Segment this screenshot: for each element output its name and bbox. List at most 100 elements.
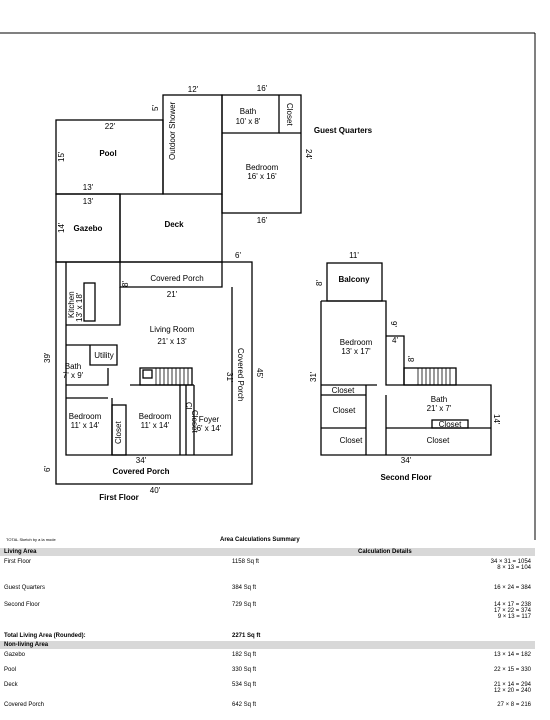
living-area-header: Living Area Calculation Details <box>0 548 535 556</box>
guest-quarters-outline <box>221 94 302 214</box>
calc-line: 34 × 31 = 1054 <box>490 559 531 565</box>
label-closet-a: Closet <box>114 421 123 444</box>
label-foyer: Foyer <box>199 415 220 424</box>
first-floor-title: First Floor <box>99 493 139 502</box>
floor-plan-sketch: Pool Outdoor Shower Gazebo Deck Covered … <box>0 32 536 540</box>
label-bedroom-a-size: 11' x 14' <box>71 421 100 430</box>
dim-bottom-6: 6' <box>43 466 52 472</box>
total-label: Total Living Area (Rounded): <box>4 633 86 639</box>
dim-shower-left: 5' <box>151 105 160 111</box>
calc-line: 27 × 8 = 216 <box>497 702 531 708</box>
stair-box <box>142 369 153 379</box>
dim-left-39: 39' <box>43 352 52 363</box>
label-guest-bath-size: 10' x 8' <box>236 117 261 126</box>
area-name: Pool <box>4 667 17 673</box>
label-bedroom-a: Bedroom <box>69 412 102 421</box>
dim-bottom-34: 34' <box>136 456 147 465</box>
dim-porch-left: 8' <box>121 281 130 287</box>
label-covered-porch-side: Covered Porch <box>236 348 245 401</box>
label-living-room: Living Room <box>150 325 195 334</box>
dim-nine: 9' <box>389 321 398 327</box>
covered-porch-top-outline <box>119 262 223 288</box>
area-value: 182 Sq ft <box>232 652 257 658</box>
nonliving-area-header: Non-living Area <box>0 641 535 649</box>
guest-quarters-walls <box>221 94 302 214</box>
label-kitchen-size: 13' x 18' <box>75 292 84 322</box>
dim-right-14: 14' <box>492 414 501 425</box>
calc-line: 17 × 22 = 374 <box>493 608 531 614</box>
label-deck: Deck <box>164 220 184 229</box>
guest-quarters-title: Guest Quarters <box>314 126 373 135</box>
label-kitchen: Kitchen <box>67 291 76 318</box>
label-pool: Pool <box>99 149 116 158</box>
dim-balcony-top: 11' <box>349 251 359 260</box>
summary-title: Area Calculations Summary <box>220 537 300 543</box>
dim-guest-right: 24' <box>304 149 313 160</box>
dim-left-31: 31' <box>309 371 318 382</box>
area-name: Second Floor <box>4 602 40 608</box>
dim-guest-top: 16' <box>257 84 268 93</box>
area-value: 729 Sq ft <box>232 602 257 608</box>
area-name: Guest Quarters <box>4 585 46 591</box>
label-guest-bath: Bath <box>240 107 256 116</box>
label-living-room-size: 21' x 13' <box>157 337 187 346</box>
label-cl: Cl <box>184 402 193 410</box>
label-closet-5: Closet <box>427 436 450 445</box>
calc-line: 8 × 13 = 104 <box>497 565 531 571</box>
inner-house-outline <box>65 262 233 456</box>
calc-details: 16 × 24 = 384 <box>494 585 531 591</box>
calculation-details-heading: Calculation Details <box>358 549 412 555</box>
living-area-heading: Living Area <box>4 549 37 555</box>
label-upstairs-bedroom-size: 13' x 17' <box>341 347 371 356</box>
calc-line: 12 × 20 = 240 <box>493 688 531 694</box>
calc-line: 9 × 13 = 117 <box>497 614 531 620</box>
label-utility: Utility <box>94 351 114 360</box>
kitchen-wall <box>66 287 121 326</box>
calc-line: 21 × 14 = 294 <box>493 682 531 688</box>
label-closet-2: Closet <box>333 406 356 415</box>
total-row: Total Living Area (Rounded): 2271 Sq ft <box>0 632 535 641</box>
label-closet-b: Closet <box>190 410 199 433</box>
area-name: Covered Porch <box>4 702 45 708</box>
calc-line: 14 × 17 = 238 <box>493 602 531 608</box>
second-floor-title: Second Floor <box>380 473 431 482</box>
area-value: 534 Sq ft <box>232 682 257 688</box>
label-covered-porch-bottom: Covered Porch <box>113 467 170 476</box>
closet-a-outline <box>111 404 127 456</box>
label-bath: Bath <box>65 362 81 371</box>
label-balcony: Balcony <box>338 275 370 284</box>
label-gazebo: Gazebo <box>74 224 103 233</box>
label-guest-bedroom-size: 16' x 16' <box>247 172 277 181</box>
label-outdoor-shower: Outdoor Shower <box>168 101 177 160</box>
label-covered-porch-top: Covered Porch <box>150 274 203 283</box>
first-floor-stairs <box>139 367 193 386</box>
dim-pool-left: 15' <box>57 151 66 162</box>
area-name: Deck <box>4 682 18 688</box>
dim-pool-top: 22' <box>105 122 116 131</box>
calc-line: 22 × 15 = 330 <box>493 667 531 673</box>
sketch-note: TOTAL Sketch by a la mode <box>6 537 56 542</box>
dim-deck-right: 6' <box>235 251 241 260</box>
stair-treads <box>155 368 189 385</box>
second-floor-walls <box>320 262 492 456</box>
label-guest-closet: Closet <box>285 103 294 126</box>
calc-details: 27 × 8 = 216 <box>497 702 531 708</box>
second-floor-outline <box>320 300 492 456</box>
dim-porch-21: 21' <box>167 290 178 299</box>
first-floor-walls <box>55 94 253 485</box>
label-guest-bedroom: Bedroom <box>246 163 279 172</box>
calc-details: 13 × 14 = 182 <box>494 652 531 658</box>
bath-wall <box>66 368 109 386</box>
utility-outline <box>66 344 118 366</box>
area-name: First Floor <box>4 559 31 565</box>
label-closet-1: Closet <box>332 386 355 395</box>
